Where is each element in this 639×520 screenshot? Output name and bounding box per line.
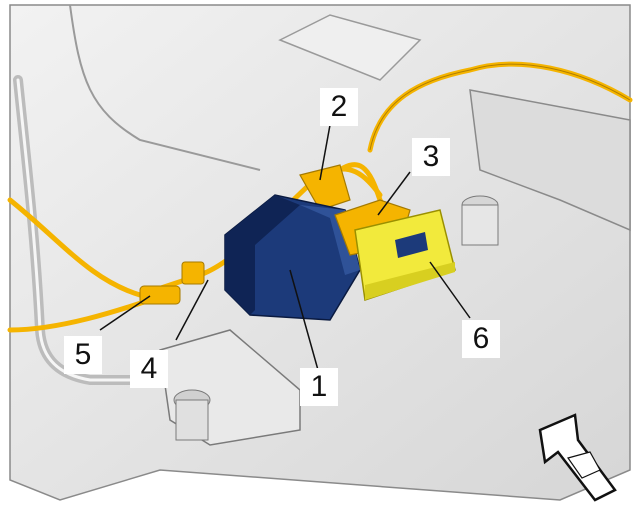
callout-1-label: 1	[310, 370, 328, 403]
panel-ridge-mid	[278, 14, 422, 81]
callout-2-label: 2	[330, 90, 348, 123]
harness-clip	[299, 164, 351, 211]
inline-connector-sleeve	[181, 261, 205, 285]
inline-connector	[139, 285, 181, 305]
leader-lines	[99, 124, 471, 371]
callout-6-label: 6	[472, 322, 490, 355]
callout-5-label: 5	[74, 338, 92, 371]
callout-1: 1	[300, 368, 338, 406]
callout-4-label: 4	[140, 352, 158, 385]
panel-ridge-right	[469, 89, 631, 232]
vehicle-forward-arrow-icon	[538, 413, 617, 502]
mounting-stud-right-body	[461, 204, 499, 246]
callout-6: 6	[462, 320, 500, 358]
callout-3: 3	[412, 138, 450, 176]
mounting-stud-left-body	[175, 399, 209, 441]
callout-3-label: 3	[422, 140, 440, 173]
panel-ridge-top	[69, 4, 261, 171]
module-retainer	[354, 209, 456, 301]
callout-4: 4	[130, 350, 168, 388]
callout-5: 5	[64, 336, 102, 374]
wiring-harness-outline	[369, 63, 631, 151]
callout-2: 2	[320, 88, 358, 126]
